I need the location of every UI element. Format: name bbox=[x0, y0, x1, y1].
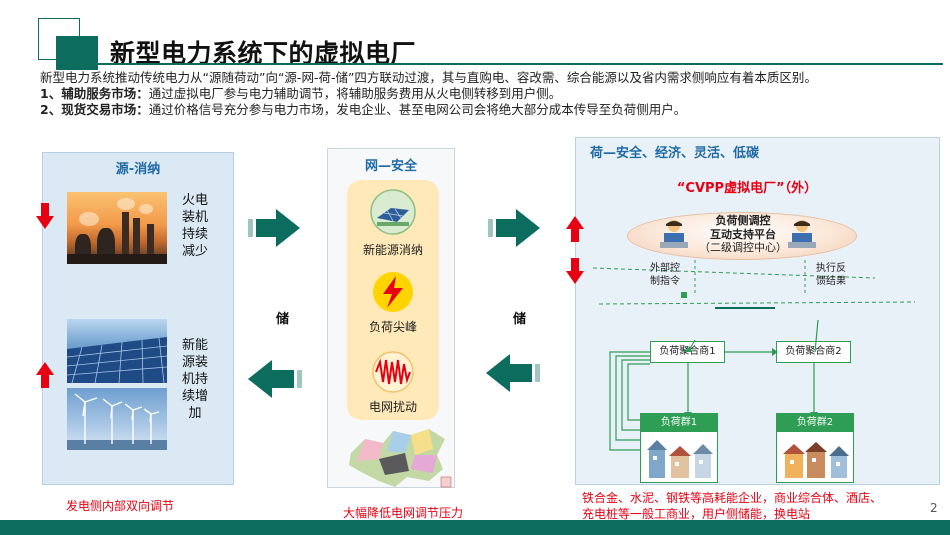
external-control-label: 外部控制指令 bbox=[650, 263, 680, 287]
red-arrow-up-load bbox=[566, 216, 584, 242]
source-caption: 发电侧内部双向调节 bbox=[66, 499, 175, 513]
connection-lines bbox=[609, 319, 819, 451]
load-group-1-title: 负荷群1 bbox=[641, 414, 717, 432]
vpp-title: “CVPP虚拟电厂”（外） bbox=[676, 181, 818, 196]
buildings-icon-2 bbox=[783, 442, 849, 478]
load-caption-line-2: 充电桩等一般工商业，用户侧储能，换电站 bbox=[582, 507, 811, 521]
aggregator-2: 负荷聚合商2 bbox=[776, 341, 851, 363]
china-map-icon bbox=[349, 429, 452, 488]
teal-arrow-right-top-right bbox=[488, 209, 540, 247]
platform-line-2: 互动支持平台 bbox=[710, 227, 776, 241]
load-panel-title: 荷—安全、经济、灵活、低碳 bbox=[590, 146, 760, 161]
grid-panel-title: 网—安全 bbox=[364, 159, 417, 174]
solar-panel-icon bbox=[370, 189, 416, 235]
grid-item-disturbance: 电网扰动 bbox=[368, 400, 417, 414]
red-arrow-down-thermal bbox=[36, 203, 54, 229]
wind-image bbox=[67, 388, 167, 450]
intro-item-1-label: 1、辅助服务市场： bbox=[40, 86, 149, 101]
thermal-text: 火电装机持续减少 bbox=[181, 193, 208, 259]
load-group-2-title: 负荷群2 bbox=[777, 414, 853, 432]
load-caption-line-1: 铁合金、水泥、钢铁等高耗能企业，商业综合体、酒店、 bbox=[582, 491, 883, 505]
renewable-text: 新能源装机持续增加 bbox=[181, 338, 208, 421]
intro-item-1: 1、辅助服务市场：通过虚拟电厂参与电力辅助调节，将辅助服务费用从火电侧转移到用户… bbox=[40, 86, 817, 102]
intro-item-1-text: 通过虚拟电厂参与电力辅助调节，将辅助服务费用从火电侧转移到用户侧。 bbox=[148, 86, 562, 101]
platform-line-1: 负荷侧调控 bbox=[715, 214, 771, 227]
wave-icon bbox=[372, 351, 414, 393]
lightning-icon bbox=[373, 272, 413, 312]
feedback-label: 执行反馈结果 bbox=[816, 263, 846, 287]
teal-arrow-right-top-left bbox=[248, 209, 300, 247]
title-underline bbox=[98, 63, 943, 65]
title-filled-square bbox=[56, 36, 98, 70]
platform-text: 负荷侧调控 互动支持平台 （二级调控中心） bbox=[690, 214, 796, 255]
load-group-2: 负荷群2 bbox=[776, 413, 854, 483]
footer-bar bbox=[0, 520, 950, 535]
red-arrow-up-renewable bbox=[36, 362, 54, 388]
flow-lines bbox=[592, 260, 916, 309]
operator-icon-right bbox=[788, 220, 816, 248]
load-panel bbox=[575, 137, 940, 485]
intro-item-2-text: 通过价格信号充分参与电力市场，发电企业、甚至电网公司会将绝大部分成本传导至负荷侧… bbox=[148, 102, 687, 117]
storage-label-right: 储 bbox=[513, 312, 527, 327]
teal-arrow-left-bottom-right bbox=[486, 354, 540, 392]
intro-item-2-label: 2、现货交易市场： bbox=[40, 102, 149, 117]
intro-text: 新型电力系统推动传统电力从“源随荷动”向“源-网-荷-储”四方联动过渡，其与直购… bbox=[40, 70, 817, 118]
grid-caption: 大幅降低电网调节压力 bbox=[343, 506, 464, 520]
intro-item-2: 2、现货交易市场：通过价格信号充分参与电力市场，发电企业、甚至电网公司会将绝大部… bbox=[40, 102, 817, 118]
buildings-icon-1 bbox=[647, 440, 713, 478]
source-panel-title: 源-消纳 bbox=[115, 162, 161, 177]
load-group-1: 负荷群1 bbox=[640, 413, 718, 483]
platform-line-3: （二级调控中心） bbox=[699, 241, 787, 254]
storage-label-left: 储 bbox=[276, 312, 290, 327]
solar-image bbox=[67, 319, 167, 383]
grid-item-renewable: 新能源消纳 bbox=[362, 243, 423, 257]
red-arrow-down-load bbox=[566, 258, 584, 284]
teal-arrow-left-bottom-left bbox=[248, 360, 302, 398]
page-number: 2 bbox=[930, 501, 938, 515]
grid-item-peak: 负荷尖峰 bbox=[368, 320, 417, 334]
factory-image bbox=[67, 192, 167, 264]
operator-icon-left bbox=[660, 220, 688, 248]
intro-line-1: 新型电力系统推动传统电力从“源随荷动”向“源-网-荷-储”四方联动过渡，其与直购… bbox=[40, 70, 817, 85]
